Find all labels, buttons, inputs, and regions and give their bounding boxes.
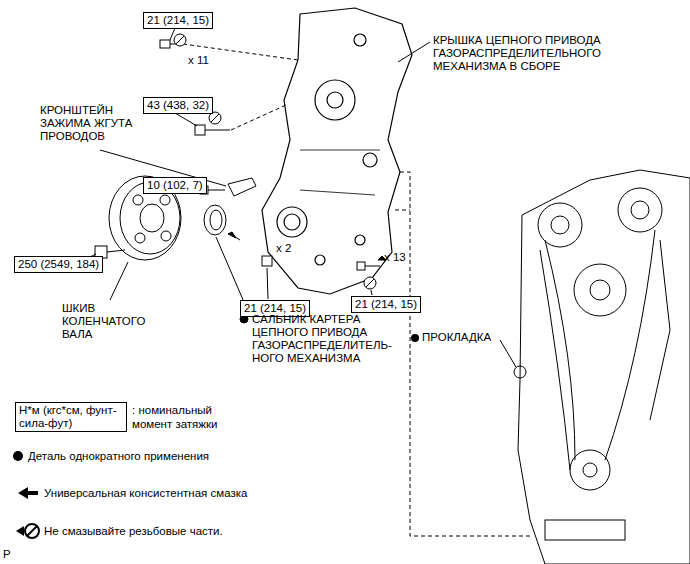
timing-cover	[262, 8, 412, 294]
single-use-mark	[13, 451, 23, 461]
torque-value: 21 (214, 15)	[147, 14, 209, 27]
torque-box: 43 (438, 32)	[143, 97, 213, 114]
part-name: ШКИВ КОЛЕНЧАТОГО ВАЛА	[62, 302, 162, 341]
unit-text: Н*м (кгс*см, фунт-сила-фут)	[19, 404, 123, 430]
grease-arrow	[18, 487, 38, 499]
single-use-mark	[411, 334, 419, 342]
quantity-label: x 11	[188, 54, 209, 67]
part-name: ПРОКЛАДКА	[422, 331, 491, 344]
part-name: P	[3, 548, 11, 561]
part-name: КРОНШТЕЙН ЗАЖИМА ЖГУТА ПРОВОДОВ	[40, 104, 150, 143]
quantity-label: x 2	[276, 242, 291, 255]
torque-value: 250 (2549, 184)	[18, 258, 99, 271]
torque-box: 21 (214, 15)	[351, 296, 421, 313]
part-name: КРЫШКА ЦЕПНОГО ПРИВОДА ГАЗОРАСПРЕДЕЛИТЕЛ…	[433, 34, 638, 73]
torque-value: 43 (438, 32)	[147, 99, 209, 112]
torque-value: 10 (102, 7)	[147, 179, 203, 192]
torque-box: 10 (102, 7)	[143, 177, 207, 194]
legend-text: Не смазывайте резьбовые части.	[44, 524, 223, 538]
legend-text: : номинальный момент затяжки	[132, 403, 252, 431]
part-name: САЛЬНИК КАРТЕРА ЦЕПНОГО ПРИВОДА ГАЗОРАСП…	[252, 313, 397, 365]
legend-text: Универсальная консистентная смазка	[44, 486, 247, 500]
engine-block	[518, 170, 690, 564]
legend-text: Деталь однократного применения	[28, 449, 209, 463]
unit-box: Н*м (кгс*см, фунт-сила-фут)	[15, 402, 127, 432]
crankshaft-pulley	[80, 176, 181, 300]
gasket	[514, 366, 526, 378]
torque-box: 250 (2549, 184)	[14, 256, 103, 273]
torque-value: 21 (214, 15)	[355, 298, 417, 311]
quantity-label: x 13	[384, 251, 406, 264]
no-oil-symbol	[16, 524, 39, 538]
torque-box: 21 (214, 15)	[143, 12, 213, 29]
leader-line	[500, 340, 516, 367]
alignment-line	[400, 172, 530, 536]
